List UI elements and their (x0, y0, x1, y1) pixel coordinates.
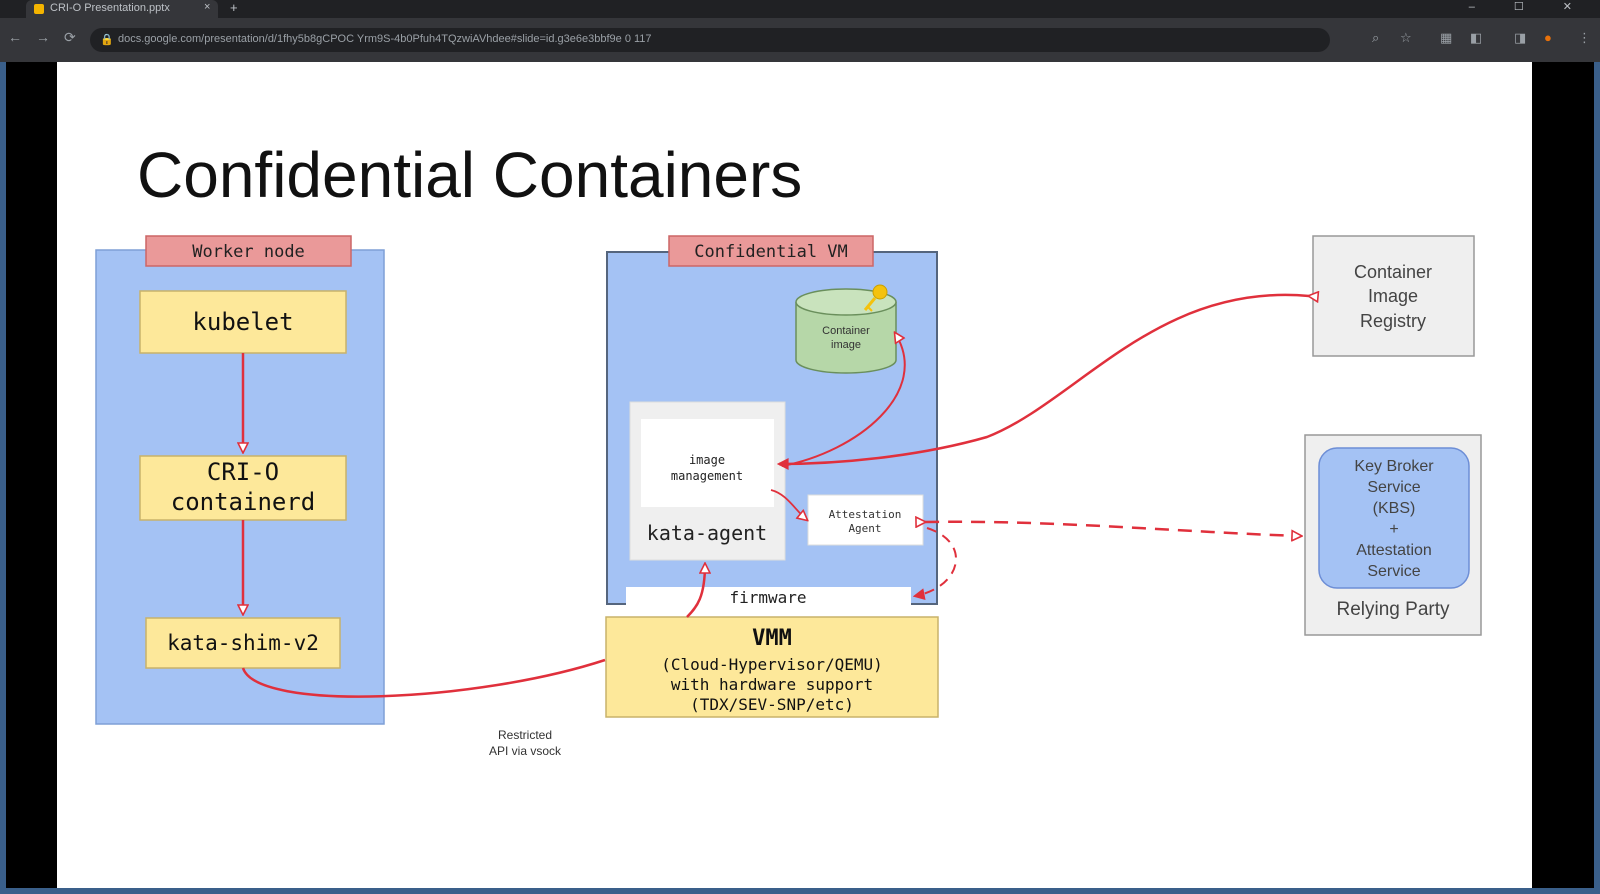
worker-node-label: Worker node (192, 242, 305, 262)
vmm-box (605, 616, 939, 718)
tab-title: CRI-O Presentation.pptx (50, 2, 170, 14)
restricted-api-label-2: API via vsock (489, 744, 562, 758)
new-tab-button[interactable]: + (230, 0, 238, 15)
containerd-label: containerd (171, 488, 316, 516)
reload-button[interactable]: ⟳ (64, 29, 76, 45)
browser-tab-bar: CRI-O Presentation.pptx × + – ☐ ✕ (0, 0, 1600, 18)
vmm-title: VMM (752, 626, 792, 651)
browser-toolbar: ← → ⟳ 🔒 docs.google.com/presentation/d/1… (0, 18, 1600, 62)
kbs-label-6: Service (1367, 563, 1420, 580)
crio-label: CRI-O (207, 458, 279, 486)
attestation-agent-box (807, 494, 924, 546)
confidential-vm-label: Confidential VM (694, 242, 848, 262)
firmware-label: firmware (729, 588, 806, 607)
slide-title: Confidential Containers (137, 139, 803, 211)
kata-shim-label: kata-shim-v2 (167, 631, 319, 655)
kata-shim-box (145, 617, 341, 669)
kbs-label-5: Attestation (1356, 542, 1432, 559)
confidential-vm-header (668, 235, 874, 267)
browser-tab[interactable]: CRI-O Presentation.pptx × (26, 0, 218, 18)
kata-agent-label: kata-agent (647, 521, 767, 545)
address-bar[interactable]: 🔒 docs.google.com/presentation/d/1fhy5b8… (90, 28, 1330, 52)
puzzle-icon[interactable]: ◧ (1470, 30, 1483, 45)
worker-node-header (145, 235, 352, 267)
crio-box (139, 455, 347, 521)
bookmark-star-icon[interactable]: ☆ (1400, 30, 1412, 45)
kbs-label-4: + (1389, 521, 1398, 538)
window-controls[interactable]: – ☐ ✕ (1468, 1, 1590, 13)
slide: Confidential Containers Worker node kube… (57, 62, 1532, 888)
architecture-diagram: Worker node kubelet CRI-O containerd kat… (95, 235, 1482, 758)
attestation-to-firmware-arrow (915, 527, 957, 596)
registry-box (1312, 235, 1475, 357)
kbs-label-3: (KBS) (1373, 500, 1416, 517)
forward-button[interactable]: → (36, 29, 50, 45)
sidepanel-icon[interactable]: ◨ (1514, 30, 1527, 45)
kubelet-label: kubelet (192, 308, 293, 336)
vmm-line-3: (TDX/SEV-SNP/etc) (690, 695, 854, 714)
image-management-box (641, 419, 774, 507)
restricted-api-label-1: Restricted (498, 728, 552, 742)
imgmgmt-to-attestation-arrow (770, 489, 807, 520)
image-management-label-2: management (671, 469, 743, 483)
vmm-line-2: with hardware support (671, 675, 873, 694)
extensions-icon[interactable]: ▦ (1440, 30, 1453, 45)
back-button[interactable]: ← (8, 29, 22, 45)
vmm-to-kata-agent-arrow (686, 564, 705, 618)
attestation-agent-label-1: Attestation (829, 508, 902, 521)
profile-avatar[interactable]: ● (1544, 30, 1552, 45)
kbs-label-2: Service (1367, 479, 1420, 496)
image-management-label-1: image (689, 453, 725, 467)
attestation-agent-label-2: Agent (848, 522, 881, 535)
registry-label-2: Image (1368, 286, 1418, 306)
attestation-to-kbs-arrow (925, 522, 1301, 536)
registry-label-1: Container (1354, 262, 1432, 282)
zoom-icon[interactable]: ⌕ (1372, 30, 1380, 45)
tab-close-icon[interactable]: × (204, 1, 211, 13)
menu-icon[interactable]: ⋮ (1578, 30, 1591, 45)
registry-label-3: Registry (1360, 311, 1426, 331)
kubelet-box (139, 290, 347, 354)
registry-to-imgmgmt-arrow (779, 295, 1309, 464)
slides-favicon-icon (34, 4, 44, 14)
container-image-label-1: Container (822, 325, 870, 337)
relying-party-label: Relying Party (1337, 599, 1450, 620)
shim-to-vmm-arrow (241, 658, 606, 698)
url-text[interactable]: docs.google.com/presentation/d/1fhy5b8gC… (118, 33, 652, 45)
site-info-icon[interactable]: 🔒 (100, 34, 114, 46)
vmm-line-1: (Cloud-Hypervisor/QEMU) (661, 655, 883, 674)
kbs-box (1318, 447, 1470, 589)
kbs-label-1: Key Broker (1354, 458, 1434, 475)
container-image-label-2: image (831, 339, 861, 351)
